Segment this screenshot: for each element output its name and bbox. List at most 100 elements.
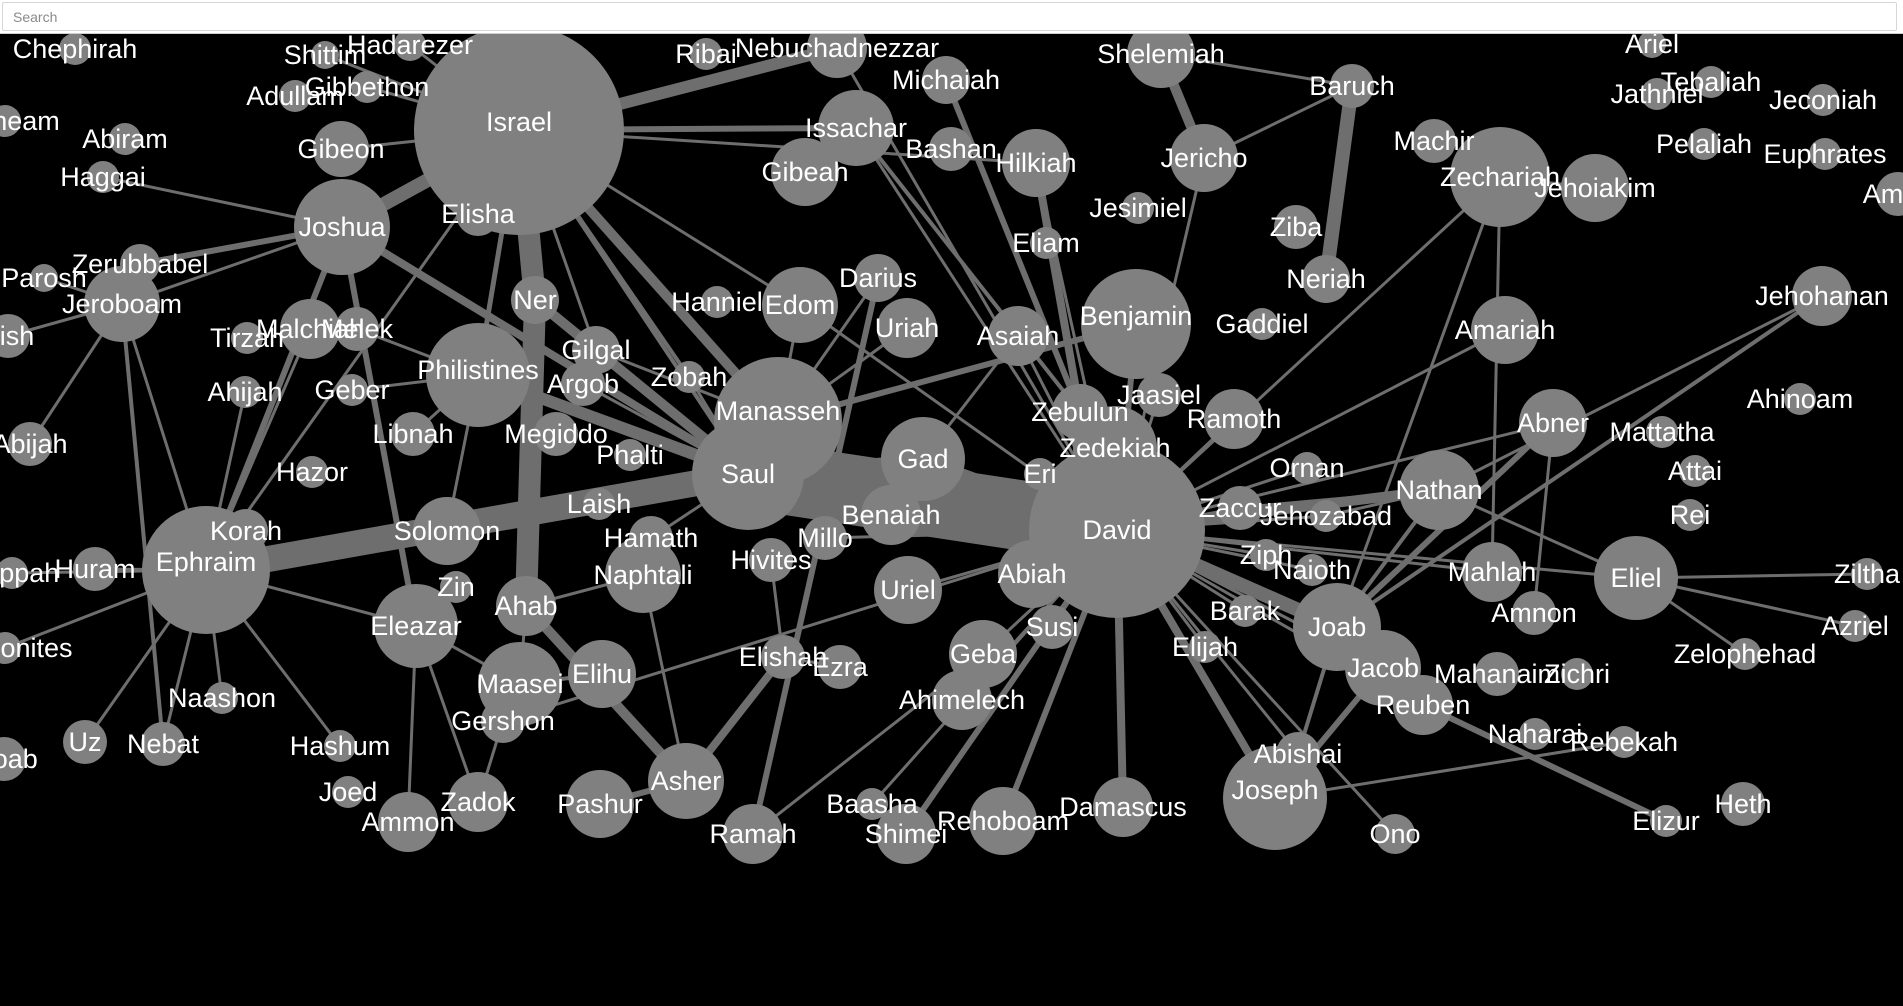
- node-pashur[interactable]: [566, 770, 634, 838]
- node-neriah[interactable]: [1302, 255, 1350, 303]
- node-eliam[interactable]: [1030, 227, 1062, 259]
- node-abiram[interactable]: [109, 123, 141, 155]
- node-ribai[interactable]: [690, 38, 722, 70]
- node-jericho[interactable]: [1170, 124, 1238, 192]
- node-issachar[interactable]: [818, 90, 894, 166]
- node-michaiah[interactable]: [922, 56, 970, 104]
- node-megiddo[interactable]: [534, 412, 578, 456]
- node-moab[interactable]: [0, 737, 26, 781]
- node-melek[interactable]: [335, 307, 379, 351]
- node-solomon[interactable]: [413, 497, 481, 565]
- node-gad[interactable]: [881, 417, 965, 501]
- node-nebuchadnezzar[interactable]: [807, 34, 867, 78]
- node-joed[interactable]: [332, 776, 364, 808]
- node-jathniel[interactable]: [1641, 78, 1673, 110]
- node-ariel[interactable]: [1638, 34, 1666, 58]
- node-asaiah[interactable]: [988, 306, 1048, 366]
- node-gibbethon[interactable]: [351, 71, 383, 103]
- node-shelemiah[interactable]: [1127, 34, 1195, 88]
- node-gibeon[interactable]: [313, 121, 369, 177]
- node-elisha[interactable]: [456, 192, 500, 236]
- node-david[interactable]: [1029, 442, 1205, 618]
- node-jeroboam[interactable]: [84, 266, 160, 342]
- node-attai[interactable]: [1679, 455, 1711, 487]
- node-libnah[interactable]: [391, 412, 435, 456]
- node-laish[interactable]: [583, 488, 615, 520]
- node-phalti[interactable]: [614, 439, 646, 471]
- node-bashan[interactable]: [929, 127, 973, 171]
- node-amnon[interactable]: [1512, 591, 1556, 635]
- node-jehohanan[interactable]: [1792, 266, 1852, 326]
- node-ornan[interactable]: [1291, 452, 1323, 484]
- node-shimei[interactable]: [876, 804, 936, 864]
- node-abijah[interactable]: [8, 422, 52, 466]
- node-naharai[interactable]: [1519, 718, 1551, 750]
- node-hivites[interactable]: [749, 538, 793, 582]
- node-gershon[interactable]: [481, 699, 525, 743]
- node-ahinoam[interactable]: [1784, 383, 1816, 415]
- node-baruch[interactable]: [1330, 64, 1374, 108]
- node-huram[interactable]: [73, 547, 117, 591]
- node-benaiah[interactable]: [861, 485, 921, 545]
- node-ezra[interactable]: [818, 645, 862, 689]
- node-shittim[interactable]: [311, 41, 339, 69]
- node-hilkiah[interactable]: [1002, 129, 1070, 197]
- node-gibeah[interactable]: [771, 138, 839, 206]
- node-elijah[interactable]: [1189, 631, 1221, 663]
- node-nebat[interactable]: [141, 722, 185, 766]
- node-hadarezer[interactable]: [394, 34, 426, 61]
- node-heth[interactable]: [1721, 782, 1765, 826]
- node-zelophehad[interactable]: [1729, 638, 1761, 670]
- node-geber[interactable]: [336, 374, 368, 406]
- node-uz[interactable]: [63, 720, 107, 764]
- node-elizur[interactable]: [1650, 805, 1682, 837]
- node-ahab[interactable]: [496, 576, 556, 636]
- node-mattatha[interactable]: [1646, 416, 1678, 448]
- node-jehoiakim[interactable]: [1561, 154, 1629, 222]
- node-joseph[interactable]: [1223, 746, 1327, 850]
- node-susi[interactable]: [1030, 605, 1074, 649]
- node-naphtali[interactable]: [605, 537, 681, 613]
- node-tirzah[interactable]: [231, 322, 263, 354]
- node-ephraim[interactable]: [142, 506, 270, 634]
- node-mahanaim[interactable]: [1475, 652, 1519, 696]
- node-malchiah[interactable]: [280, 299, 340, 359]
- node-millo[interactable]: [803, 516, 847, 560]
- node-philistines[interactable]: [426, 323, 530, 427]
- node-euphrates[interactable]: [1809, 138, 1841, 170]
- node-ammon[interactable]: [378, 792, 438, 852]
- node-hazor[interactable]: [296, 456, 328, 488]
- node-zobah[interactable]: [673, 361, 705, 393]
- node-ono[interactable]: [1375, 814, 1415, 854]
- node-israel[interactable]: [414, 34, 624, 235]
- node-zechariah[interactable]: [1450, 127, 1550, 227]
- node-adullam[interactable]: [279, 80, 311, 112]
- node-kish[interactable]: [0, 314, 30, 358]
- node-asher[interactable]: [648, 743, 724, 819]
- node-hashum[interactable]: [324, 730, 356, 762]
- node-zichri[interactable]: [1561, 658, 1593, 690]
- node-pelaliah[interactable]: [1688, 128, 1720, 160]
- node-zin[interactable]: [440, 571, 472, 603]
- node-ziltha[interactable]: [1851, 558, 1883, 590]
- node-damascus[interactable]: [1093, 777, 1153, 837]
- node-baasha[interactable]: [856, 788, 888, 820]
- node-argob[interactable]: [561, 362, 605, 406]
- node-rei[interactable]: [1674, 499, 1706, 531]
- node-elishah[interactable]: [761, 635, 805, 679]
- node-ramoth[interactable]: [1204, 389, 1264, 449]
- node-uriel[interactable]: [874, 556, 942, 624]
- node-rehoboam[interactable]: [969, 787, 1037, 855]
- node-ammonites[interactable]: [0, 632, 21, 664]
- node-benjamin[interactable]: [1081, 269, 1191, 379]
- node-saul[interactable]: [692, 418, 804, 530]
- node-rebekah[interactable]: [1608, 726, 1640, 758]
- node-huppah[interactable]: [0, 557, 28, 589]
- node-abner[interactable]: [1519, 389, 1587, 457]
- node-jeconiah[interactable]: [1807, 84, 1839, 116]
- node-elihu[interactable]: [568, 640, 636, 708]
- node-machir[interactable]: [1412, 119, 1456, 163]
- node-zadok[interactable]: [448, 772, 508, 832]
